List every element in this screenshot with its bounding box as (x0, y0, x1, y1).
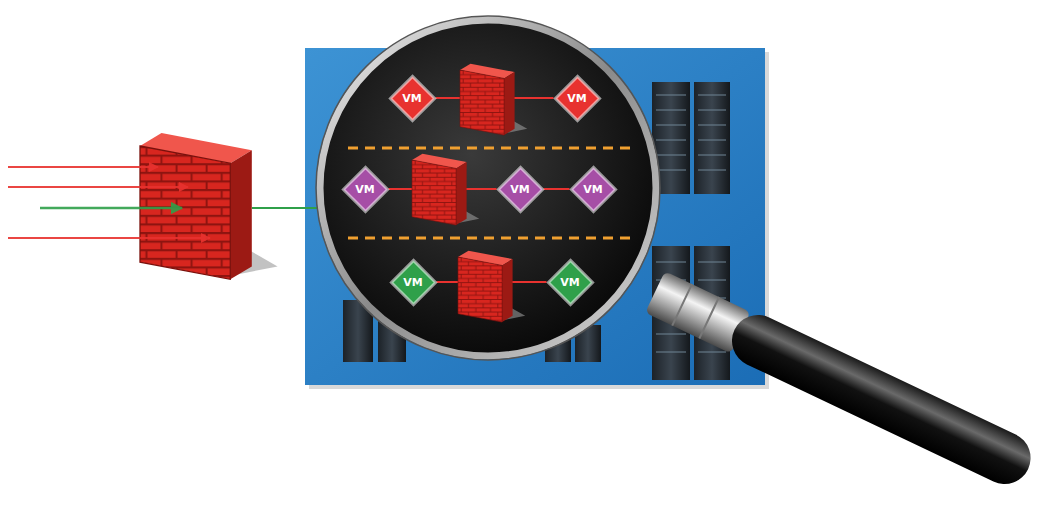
diamond-shape (390, 76, 434, 120)
vm-firewall (458, 251, 525, 322)
diamond-shape (548, 260, 592, 304)
diamond-shape (498, 167, 542, 211)
vm-diamond: VM (497, 166, 544, 213)
server-rack (694, 82, 730, 194)
traffic-arrow (8, 166, 158, 168)
segment-divider (348, 148, 632, 238)
vm-label: VM (567, 93, 586, 104)
traffic-arrow (8, 167, 210, 238)
segment-divider (348, 147, 632, 150)
vm-label: VM (355, 184, 374, 195)
diamond-shape (391, 260, 435, 304)
vm-diamond: VM (554, 75, 601, 122)
vm-diamond: VM (570, 166, 617, 213)
traffic-arrow (40, 207, 182, 210)
segment-divider (348, 237, 632, 240)
perimeter-firewall (140, 133, 278, 279)
magnifier-lens (316, 16, 660, 360)
vm-diamond: VM (547, 259, 594, 306)
vm-firewall (412, 154, 479, 225)
vm-label: VM (403, 277, 422, 288)
vm-label: VM (402, 93, 421, 104)
magnifier-handle (672, 284, 719, 338)
magnifier-lens (320, 20, 656, 356)
diamond-shape (571, 167, 615, 211)
vm-diamond: VM (342, 166, 389, 213)
vm-label: VM (510, 184, 529, 195)
traffic-arrow (8, 237, 210, 239)
vm-firewall (460, 64, 527, 135)
diamond-shape (555, 76, 599, 120)
traffic-arrow (8, 186, 188, 188)
vm-link (544, 188, 570, 190)
vm-diamond: VM (390, 259, 437, 306)
magnifier-handle (723, 306, 1039, 492)
magnifier-lens (316, 16, 660, 360)
vm-label: VM (560, 277, 579, 288)
diamond-shape (343, 167, 387, 211)
magnifier-handle (644, 269, 1039, 493)
perimeter-firewall (140, 133, 278, 279)
vm-label: VM (583, 184, 602, 195)
vm-diamond: VM (389, 75, 436, 122)
